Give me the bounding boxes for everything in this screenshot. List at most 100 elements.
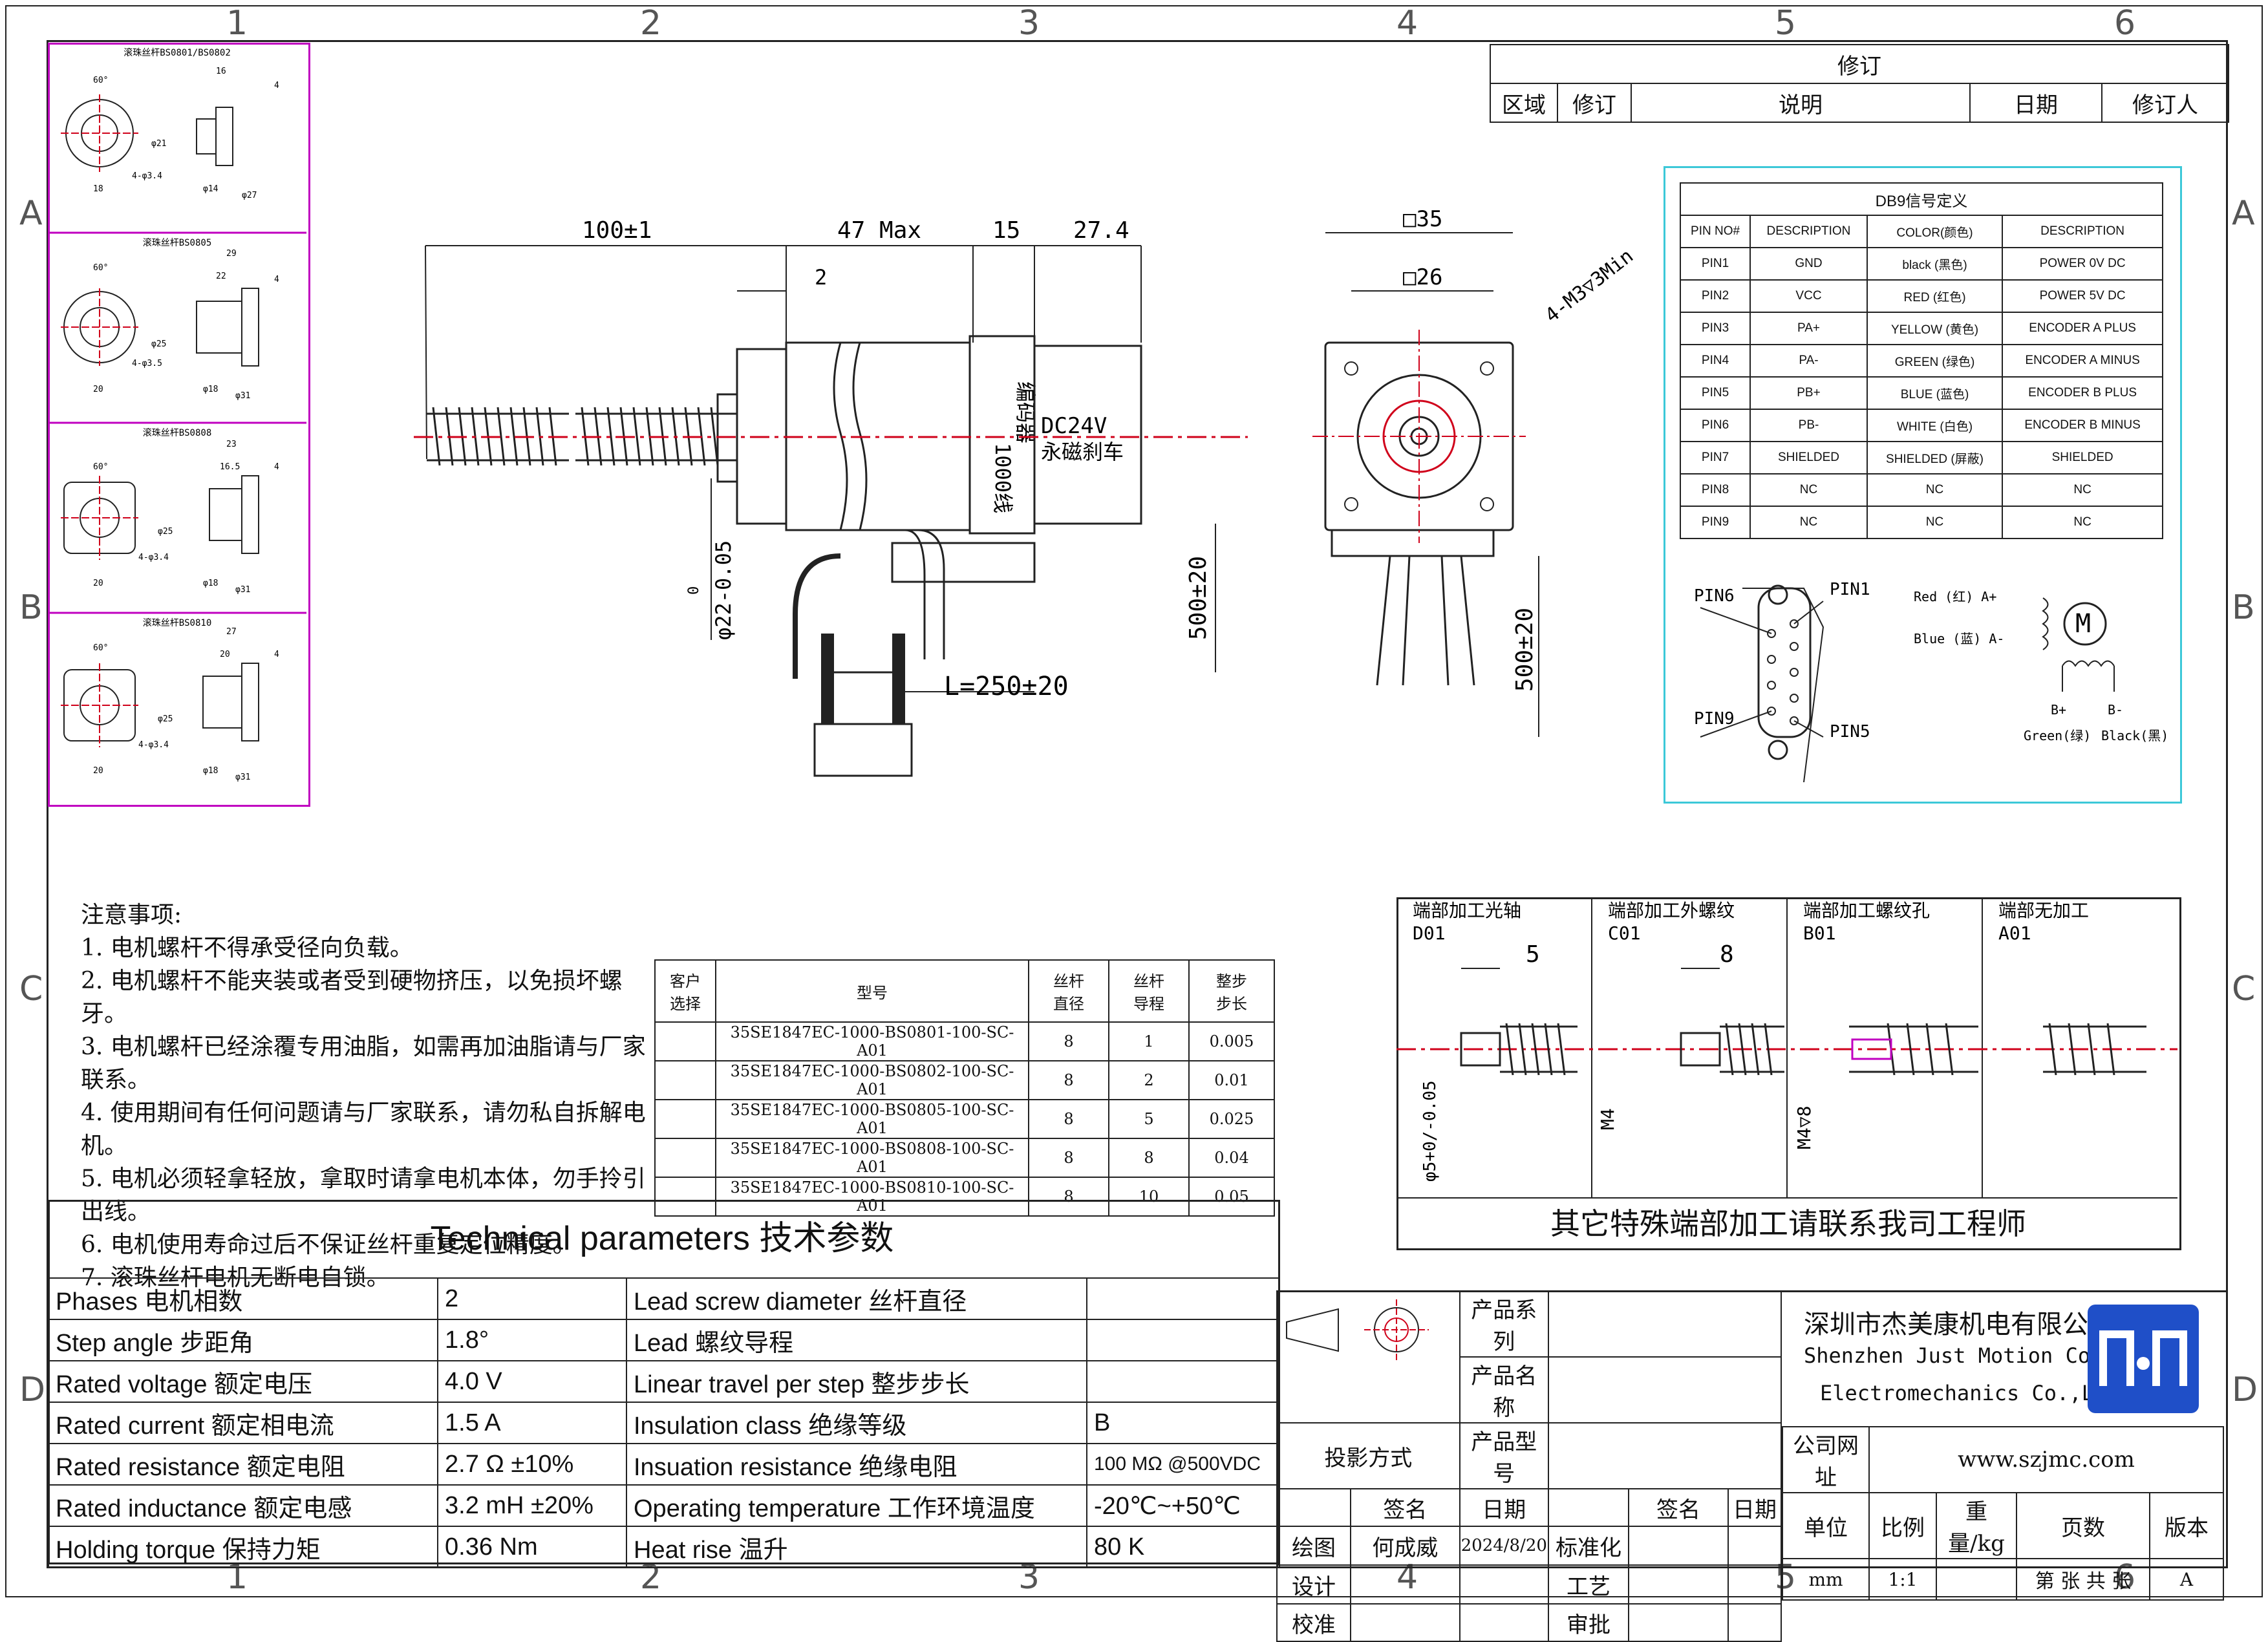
bs-dim-2g: φ18 bbox=[203, 385, 218, 394]
bs-dim-1g: φ27 bbox=[242, 191, 257, 200]
bs-dim-4g: φ18 bbox=[203, 766, 218, 776]
tech-cell: Operating temperature 工作环境温度 bbox=[626, 1484, 1087, 1527]
model-select-cell[interactable] bbox=[654, 1099, 716, 1139]
db9-pin6-label: PIN6 bbox=[1694, 586, 1735, 606]
ballscrew-variant-2: 滚珠丝杆BS0805 60° 29 22 4 φ25 4-φ3.5 20 φ18… bbox=[61, 237, 279, 401]
model-select-cell[interactable] bbox=[654, 1060, 716, 1100]
bs-dim-3f: 20 bbox=[93, 579, 103, 588]
db9-pin1-label: PIN1 bbox=[1830, 580, 1870, 599]
tech-cell: Rated inductance 额定电感 bbox=[48, 1484, 438, 1527]
revision-title: 修订 bbox=[1490, 44, 2229, 84]
tb-projection: 投影方式 bbox=[1276, 1422, 1460, 1489]
db9-cell: NC bbox=[1866, 506, 2004, 539]
model-cell: 0.04 bbox=[1188, 1138, 1275, 1178]
ballscrew-variant-1: 滚珠丝杆BS0801/BS0802 60° 16 4 φ21 4-φ3.4 18… bbox=[61, 47, 279, 200]
db9-cell: SHIELDED bbox=[1749, 441, 1868, 474]
tb-website[interactable]: www.szjmc.com bbox=[1868, 1426, 2224, 1493]
tech-cell: -20℃~+50℃ bbox=[1086, 1484, 1280, 1527]
end-machining-footer: 其它特殊端部加工请联系我司工程师 bbox=[1550, 1206, 2026, 1241]
end-code-a01: A01 bbox=[1998, 922, 2031, 944]
db9-header-desc: DESCRIPTION bbox=[1749, 215, 1868, 248]
bs-dim-4b: 20 bbox=[220, 650, 230, 659]
db9-cell: GREEN (绿色) bbox=[1866, 344, 2004, 378]
tb-version: 版本 bbox=[2149, 1492, 2224, 1559]
tb-standard: 标准化 bbox=[1547, 1526, 1629, 1566]
db9-pinout-diagram: PIN6 PIN1 PIN9 PIN5 Red (红) A+ Blue (蓝) … bbox=[1694, 580, 2166, 782]
wiring-green: Green(绿) bbox=[2024, 728, 2091, 743]
tech-cell: Phases 电机相数 bbox=[48, 1277, 438, 1320]
dim-screw: 100±1 bbox=[582, 217, 652, 244]
db9-cell: VCC bbox=[1749, 279, 1868, 313]
db9-cell: ENCODER B MINUS bbox=[2002, 409, 2163, 442]
model-cell: 1 bbox=[1108, 1021, 1190, 1061]
model-header-step: 整步 步长 bbox=[1188, 959, 1275, 1023]
model-cell: 0.025 bbox=[1188, 1099, 1275, 1139]
motor-symbol bbox=[2063, 602, 2107, 646]
bs-title-1: 滚珠丝杆BS0801/BS0802 bbox=[123, 47, 231, 58]
encoder-lines: 1000线 bbox=[990, 443, 1015, 513]
tech-cell: 0.36 Nm bbox=[437, 1526, 627, 1568]
revision-col-desc: 说明 bbox=[1631, 83, 1971, 123]
model-cell: 0.05 bbox=[1188, 1177, 1275, 1217]
tech-cell: 3.2 mH ±20% bbox=[437, 1484, 627, 1527]
end-side-c01: M4 bbox=[1597, 1108, 1618, 1130]
tb-sign-header-1: 签名 bbox=[1350, 1488, 1460, 1527]
model-cell: 8 bbox=[1108, 1138, 1190, 1178]
bs-dim-1a: 16 bbox=[216, 67, 226, 76]
bs-dim-4c: 4 bbox=[274, 650, 279, 659]
brake-voltage: DC24V bbox=[1041, 413, 1107, 439]
db9-cell: PIN8 bbox=[1679, 473, 1751, 507]
zone-col-2: 2 bbox=[640, 4, 662, 43]
tech-cell: B bbox=[1086, 1402, 1280, 1444]
revision-col-reviser: 修订人 bbox=[2101, 83, 2229, 123]
end-code-d01: D01 bbox=[1413, 922, 1446, 944]
db9-cell: PB+ bbox=[1749, 376, 1868, 410]
bs-dim-4h: φ31 bbox=[235, 773, 250, 782]
db9-panel bbox=[1664, 166, 2182, 804]
bs-title-3: 滚珠丝杆BS0808 bbox=[143, 427, 212, 438]
bs-dim-1b: 4 bbox=[274, 81, 279, 91]
model-table: 客户 选择 型号 丝杆 直径 丝杆 导程 整步 步长 35SE1847EC-10… bbox=[654, 959, 1275, 1217]
model-header-lead: 丝杆 导程 bbox=[1108, 959, 1190, 1023]
tb-scale: 比例 bbox=[1868, 1492, 1937, 1559]
zone-col-6: 6 bbox=[2114, 4, 2136, 43]
model-select-cell[interactable] bbox=[654, 1138, 716, 1178]
company-logo bbox=[2088, 1305, 2199, 1413]
cable-len: L=250±20 bbox=[944, 672, 1069, 701]
bs-dim-3a: 23 bbox=[226, 440, 237, 449]
db9-cell: SHIELDED (屏蔽) bbox=[1866, 441, 2004, 474]
tech-cell: Rated current 额定相电流 bbox=[48, 1402, 438, 1444]
tb-unit: 单位 bbox=[1782, 1492, 1870, 1559]
zone-row-b: B bbox=[19, 588, 43, 627]
model-cell: 35SE1847EC-1000-BS0802-100-SC-A01 bbox=[715, 1060, 1029, 1100]
end-title-d01: 端部加工光轴 bbox=[1413, 900, 1521, 921]
model-select-cell[interactable] bbox=[654, 1177, 716, 1217]
side-view-drawing: 100±1 47 Max 15 27.4 2 编码器 1000线 DC24V 永… bbox=[414, 217, 1248, 777]
dim-shaft: φ22-0.05 bbox=[711, 540, 736, 640]
end-title-a01: 端部无加工 bbox=[1998, 900, 2089, 921]
db9-cell: PIN5 bbox=[1679, 376, 1751, 410]
bs-dim-1f: φ14 bbox=[203, 184, 219, 194]
db9-cell: GND bbox=[1749, 247, 1868, 281]
bs-dim-4f: 20 bbox=[93, 766, 103, 776]
outer-border bbox=[5, 5, 2263, 1597]
end-code-b01: B01 bbox=[1803, 922, 1836, 944]
db9-cell: NC bbox=[1749, 506, 1868, 539]
bs-dim-1c: φ21 bbox=[151, 139, 166, 149]
end-side-b01: M4▽8 bbox=[1793, 1106, 1815, 1149]
tb-date-header-2: 日期 bbox=[1727, 1488, 1782, 1527]
end-code-c01: C01 bbox=[1608, 922, 1641, 944]
model-select-cell[interactable] bbox=[654, 1021, 716, 1061]
front-dim-outer: □35 bbox=[1403, 206, 1442, 232]
